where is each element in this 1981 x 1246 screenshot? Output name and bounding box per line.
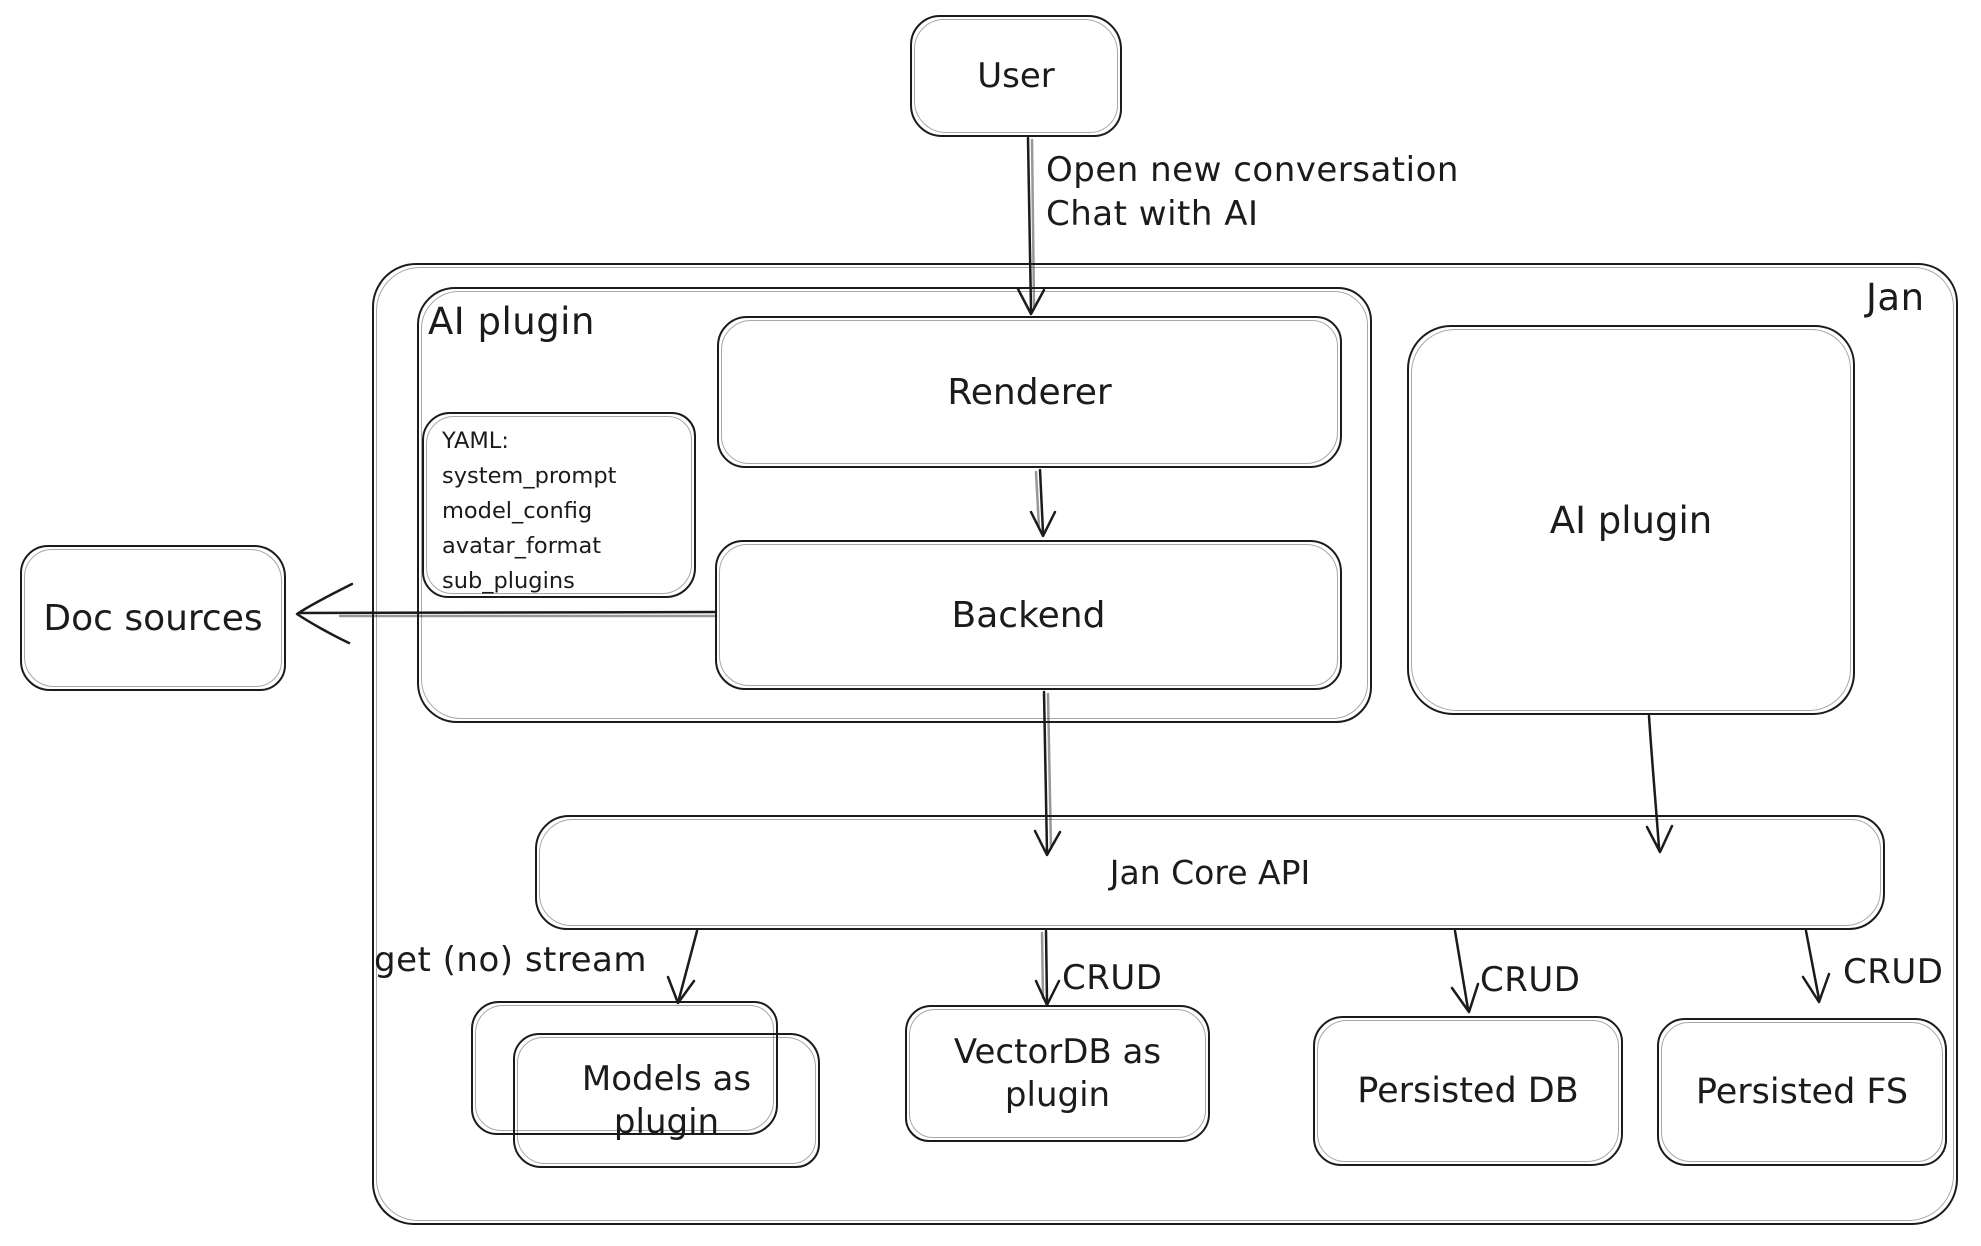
jan-container-label: Jan [1866, 276, 1925, 319]
edge-label-crud-vectordb: CRUD [1062, 958, 1163, 998]
yaml-note-title: YAML: [442, 428, 509, 454]
jan-core-api-node: Jan Core API [535, 815, 1885, 930]
edge-label-open-conversation: Open new conversation Chat with AI [1046, 150, 1459, 235]
jan-core-api-node-label: Jan Core API [1109, 853, 1311, 892]
models-plugin-outer-box [471, 1001, 778, 1135]
models-plugin-node: Models as plugin [513, 1033, 820, 1168]
yaml-note-line: sub_plugins [442, 568, 575, 595]
edge-label-get-no-stream: get (no) stream [374, 940, 647, 980]
vectordb-plugin-node-label: VectorDB as plugin [953, 1032, 1162, 1115]
renderer-node-label: Renderer [947, 371, 1112, 413]
doc-sources-node: Doc sources [20, 545, 286, 691]
ai-plugin-right-node-label: AI plugin [1549, 498, 1713, 542]
backend-node-label: Backend [951, 594, 1106, 636]
persisted-db-node: Persisted DB [1313, 1016, 1623, 1166]
user-node: User [910, 15, 1122, 137]
renderer-node: Renderer [717, 316, 1342, 468]
edge-label-crud-persisted-fs: CRUD [1843, 952, 1944, 992]
ai-plugin-container [417, 287, 1372, 723]
persisted-db-node-label: Persisted DB [1357, 1071, 1579, 1111]
user-node-label: User [977, 56, 1055, 96]
jan-container [372, 263, 1958, 1225]
yaml-note: YAML: system_prompt model_config avatar_… [422, 412, 696, 598]
models-plugin-node-label: Models as plugin [581, 1059, 752, 1142]
ai-plugin-right-node: AI plugin [1407, 325, 1855, 715]
backend-node: Backend [715, 540, 1342, 690]
doc-sources-node-label: Doc sources [43, 597, 263, 639]
vectordb-plugin-node: VectorDB as plugin [905, 1005, 1210, 1142]
yaml-note-line: system_prompt [442, 463, 617, 490]
ai-plugin-container-label: AI plugin [428, 300, 595, 343]
persisted-fs-node: Persisted FS [1657, 1018, 1947, 1166]
arrow-backend-to-docsources-head [295, 582, 354, 645]
yaml-note-line: avatar_format [442, 533, 602, 560]
persisted-fs-node-label: Persisted FS [1695, 1072, 1909, 1112]
yaml-note-line: model_config [442, 498, 593, 525]
edge-label-crud-persisted-db: CRUD [1480, 960, 1581, 1000]
